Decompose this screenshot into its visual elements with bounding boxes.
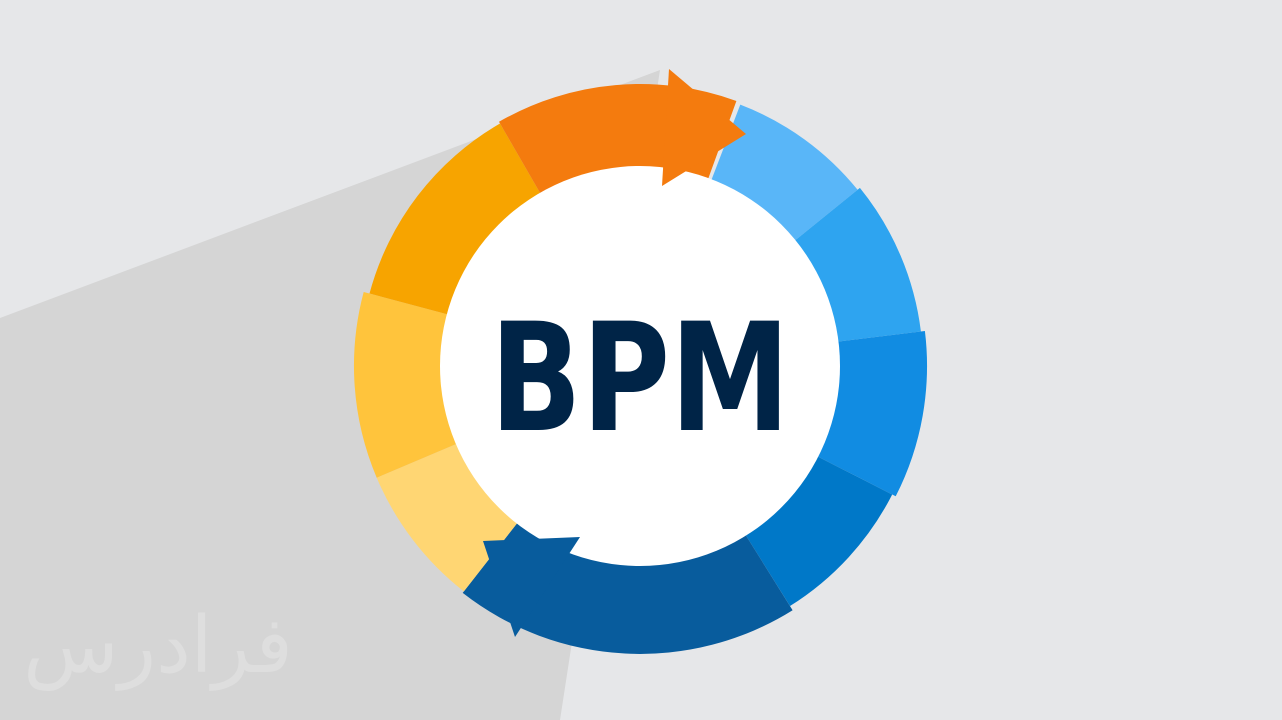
ring-segment-yellow	[353, 292, 466, 478]
ring-segment-light-blue	[708, 104, 858, 247]
ring-segment-amber	[369, 123, 545, 317]
orange-arrow-head	[662, 69, 746, 186]
ring-segment-medium-blue	[740, 452, 893, 606]
center-disc	[440, 166, 840, 566]
blue-arrow-head	[483, 537, 580, 637]
bpm-logo-text: BPM	[490, 292, 790, 466]
faradars-watermark: فرادرس	[23, 601, 293, 692]
